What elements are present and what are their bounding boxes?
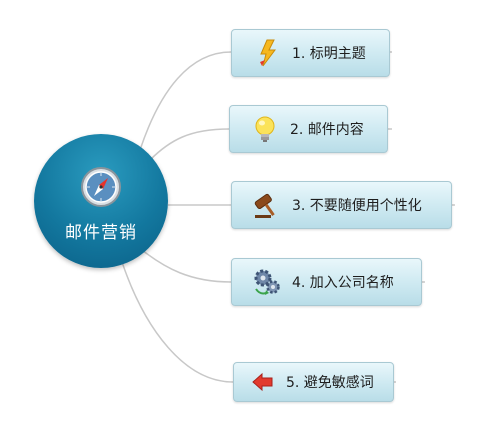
branch-label-5: 5. 避免敏感词 — [286, 375, 374, 391]
connector-5 — [121, 261, 396, 383]
connector-2 — [149, 128, 392, 161]
red-arrow-left-icon — [252, 372, 273, 392]
branch-label-2: 2. 邮件内容 — [290, 122, 364, 138]
lightbulb-icon — [255, 116, 275, 142]
gavel-icon — [254, 193, 275, 218]
branch-node-1[interactable]: 1. 标明主题 — [231, 29, 390, 77]
branch-label-1: 1. 标明主题 — [292, 46, 366, 62]
gears-icon — [254, 269, 280, 295]
branch-node-3[interactable]: 3. 不要随便用个性化 — [231, 181, 452, 229]
branch-node-4[interactable]: 4. 加入公司名称 — [231, 258, 422, 306]
central-topic-label: 邮件营销 — [65, 223, 137, 243]
branch-label-4: 4. 加入公司名称 — [292, 275, 394, 291]
lightning-icon — [260, 39, 276, 67]
branch-label-3: 3. 不要随便用个性化 — [292, 198, 422, 214]
branch-node-2[interactable]: 2. 邮件内容 — [229, 105, 388, 153]
compass-icon — [81, 167, 121, 207]
central-topic[interactable]: 邮件营销 — [34, 134, 168, 268]
branch-node-5[interactable]: 5. 避免敏感词 — [233, 362, 394, 402]
connector-1 — [139, 51, 392, 151]
connector-4 — [141, 249, 425, 283]
